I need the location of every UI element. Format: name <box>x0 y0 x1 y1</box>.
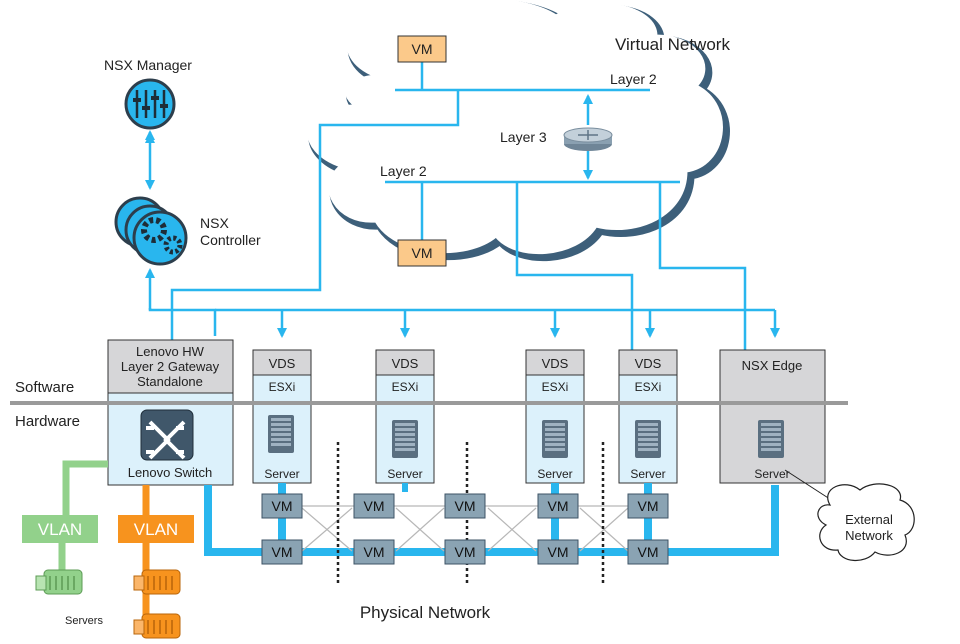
cloud-vm-top <box>397 35 447 63</box>
gateway-line3: Standalone <box>137 374 203 389</box>
host-4-esxi: ESXi <box>635 380 662 394</box>
layer2-top-label: Layer 2 <box>610 71 657 87</box>
physical-vm-top-5-label: VM <box>638 498 659 514</box>
nsx-controller-label-1: NSX <box>200 215 229 231</box>
nsx-manager-label: NSX Manager <box>104 57 192 73</box>
host-1-server: Server <box>264 467 299 481</box>
physical-vm-bottom-5-label: VM <box>638 544 659 560</box>
physical-vm-top-3 <box>444 493 486 519</box>
nsx-controller-label-2: Controller <box>200 232 261 248</box>
servers-label: Servers <box>65 615 103 627</box>
nsx-manager-icon <box>124 78 176 130</box>
vlan-orange <box>118 515 194 543</box>
gateway-line1: Lenovo HW <box>136 344 205 359</box>
virtual-network-cloud <box>307 0 730 262</box>
orange-server-icon-1 <box>133 569 181 595</box>
physical-vm-bottom-4 <box>537 539 579 565</box>
host-2-server: Server <box>387 467 422 481</box>
host-2-esxi: ESXi <box>392 380 419 394</box>
physical-vm-bottom-1-label: VM <box>272 544 293 560</box>
host-4-server: Server <box>630 467 665 481</box>
lenovo-switch-label: Lenovo Switch <box>128 465 213 480</box>
virtual-network-label: Virtual Network <box>615 35 730 54</box>
physical-vm-top-4 <box>537 493 579 519</box>
vlan-links <box>58 460 150 635</box>
overlay-links <box>145 90 780 350</box>
host-3-vds: VDS <box>542 356 569 371</box>
physical-vm-bottom-3 <box>444 539 486 565</box>
host-4 <box>618 349 678 484</box>
physical-vm-top-2-label: VM <box>364 498 385 514</box>
physical-vm-bottom-3-label: VM <box>455 544 476 560</box>
host-3-esxi: ESXi <box>542 380 569 394</box>
physical-vm-bottom-2 <box>353 539 395 565</box>
physical-vm-top-5 <box>627 493 669 519</box>
host-4-vds: VDS <box>635 356 662 371</box>
external-network-cloud <box>784 469 915 561</box>
cloud-vm-bottom <box>397 239 447 267</box>
physical-vm-top-4-label: VM <box>548 498 569 514</box>
physical-vm-top-3-label: VM <box>455 498 476 514</box>
physical-network-label: Physical Network <box>360 603 491 622</box>
host-3-server: Server <box>537 467 572 481</box>
cloud-vm-bottom-label: VM <box>412 245 433 261</box>
green-server-icon <box>35 569 83 595</box>
router-icon <box>563 127 613 151</box>
vlan-green <box>22 515 98 543</box>
nsx-edge <box>719 349 826 484</box>
vlan-green-label: VLAN <box>38 520 82 539</box>
orange-server-icon-2 <box>133 613 181 639</box>
external-network-line1: External <box>845 512 893 527</box>
vlan-orange-label: VLAN <box>134 520 178 539</box>
layer3-label: Layer 3 <box>500 129 547 145</box>
gateway-line2: Layer 2 Gateway <box>121 359 220 374</box>
physical-vm-top-1-label: VM <box>272 498 293 514</box>
physical-vms: VM VM VM VM VM VM VM VM VM VM <box>261 493 669 565</box>
software-label: Software <box>15 379 74 396</box>
physical-vm-bottom-2-label: VM <box>364 544 385 560</box>
cloud-vm-top-label: VM <box>412 41 433 57</box>
external-network-line2: Network <box>845 528 893 543</box>
lenovo-gateway <box>107 339 234 486</box>
physical-vm-top-2 <box>353 493 395 519</box>
host-2-vds: VDS <box>392 356 419 371</box>
host-3 <box>525 349 585 484</box>
physical-vm-bottom-4-label: VM <box>548 544 569 560</box>
nsx-edge-server: Server <box>754 467 789 481</box>
physical-vm-bottom-1 <box>261 539 303 565</box>
host-1 <box>252 349 312 484</box>
hardware-label: Hardware <box>15 413 80 430</box>
physical-vm-top-1 <box>261 493 303 519</box>
host-1-esxi: ESXi <box>269 380 296 394</box>
layer2-bottom-label: Layer 2 <box>380 163 427 179</box>
nsx-controller-icon <box>114 196 188 266</box>
nsx-edge-title: NSX Edge <box>742 358 803 373</box>
host-1-vds: VDS <box>269 356 296 371</box>
physical-vm-bottom-5 <box>627 539 669 565</box>
